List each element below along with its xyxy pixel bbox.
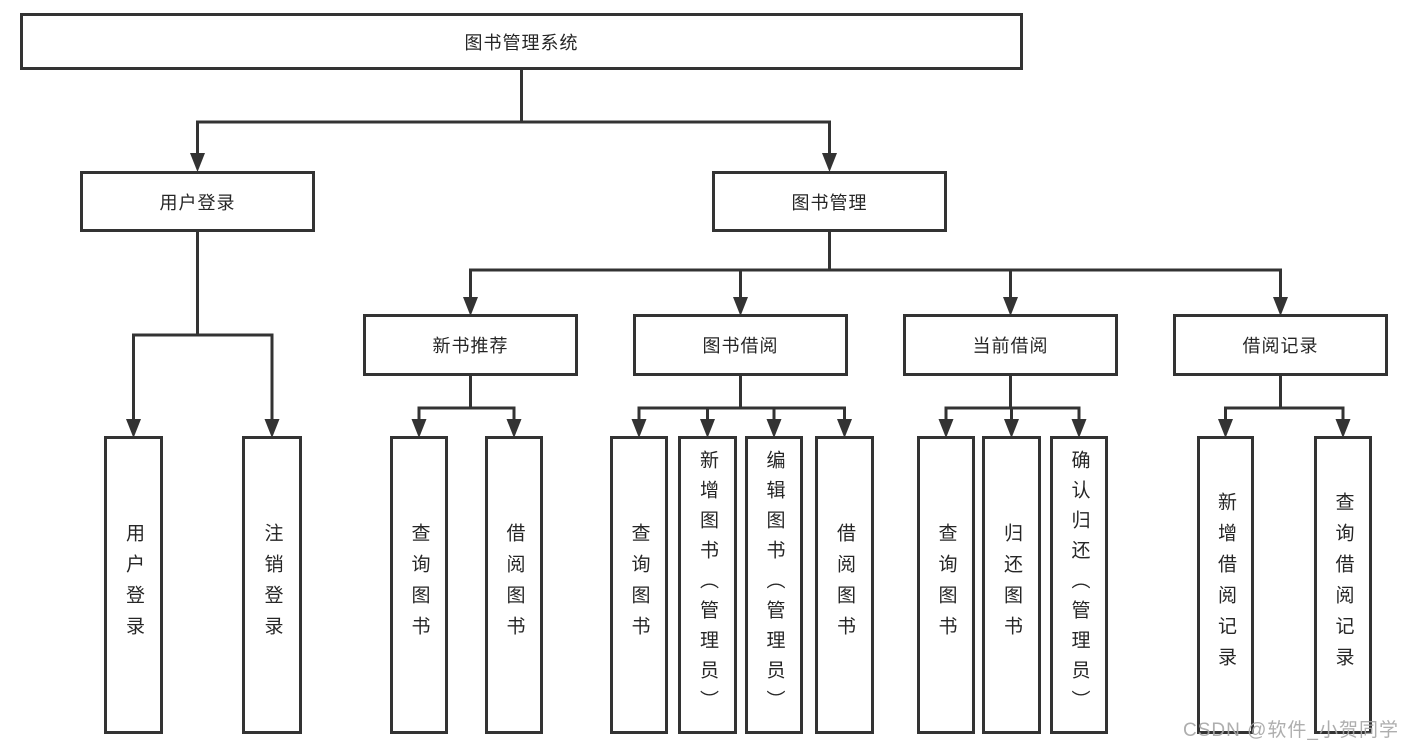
node-current-borrowing: 当前借阅 (903, 314, 1118, 376)
leaf-cb-confirm-return-admin-label: 确认归还（管理员） (1068, 450, 1090, 720)
node-borrowing-records: 借阅记录 (1173, 314, 1388, 376)
leaf-cb-query-books: 查询图书 (917, 436, 975, 734)
node-book-borrowing: 图书借阅 (633, 314, 848, 376)
node-book-management: 图书管理 (712, 171, 947, 232)
leaf-br-add-record: 新增借阅记录 (1197, 436, 1254, 734)
arrowhead-group (126, 153, 1351, 438)
leaf-bb-add-books-admin-label: 新增图书（管理员） (697, 450, 718, 720)
node-user-login-label: 用户登录 (159, 192, 236, 213)
leaf-bb-edit-books-admin-label: 编辑图书（管理员） (763, 450, 785, 720)
leaf-cb-return-books-label: 归还图书 (1001, 523, 1022, 647)
leaf-logout: 注销登录 (242, 436, 302, 734)
leaf-nb-query-books-label: 查询图书 (408, 523, 430, 647)
leaf-bb-query-books: 查询图书 (610, 436, 668, 734)
node-book-management-label: 图书管理 (791, 192, 868, 213)
leaf-nb-borrow-books-label: 借阅图书 (503, 523, 525, 647)
node-new-book-recommend: 新书推荐 (363, 314, 578, 376)
leaf-br-query-record-label: 查询借阅记录 (1332, 492, 1354, 678)
leaf-bb-borrow-books-label: 借阅图书 (834, 523, 855, 647)
leaf-bb-edit-books-admin: 编辑图书（管理员） (745, 436, 803, 734)
node-book-borrowing-label: 图书借阅 (702, 336, 779, 356)
leaf-cb-confirm-return-admin: 确认归还（管理员） (1050, 436, 1108, 734)
leaf-logout-label: 注销登录 (261, 523, 283, 647)
node-current-borrowing-label: 当前借阅 (972, 336, 1049, 356)
leaf-br-add-record-label: 新增借阅记录 (1215, 492, 1236, 678)
leaf-bb-borrow-books: 借阅图书 (815, 436, 874, 734)
leaf-nb-borrow-books: 借阅图书 (485, 436, 543, 734)
leaf-user-login-label: 用户登录 (123, 523, 144, 647)
leaf-cb-query-books-label: 查询图书 (935, 523, 957, 647)
node-borrowing-records-label: 借阅记录 (1242, 336, 1319, 356)
node-user-login: 用户登录 (80, 171, 315, 232)
leaf-br-query-record: 查询借阅记录 (1314, 436, 1372, 734)
leaf-cb-return-books: 归还图书 (982, 436, 1041, 734)
node-new-book-recommend-label: 新书推荐 (432, 336, 509, 356)
leaf-nb-query-books: 查询图书 (390, 436, 448, 734)
leaf-bb-add-books-admin: 新增图书（管理员） (678, 436, 737, 734)
node-root-system: 图书管理系统 (20, 13, 1023, 70)
leaf-user-login: 用户登录 (104, 436, 163, 734)
csdn-watermark: CSDN @软件_小贺同学 (1183, 720, 1399, 741)
node-root-label: 图书管理系统 (464, 32, 579, 53)
leaf-bb-query-books-label: 查询图书 (628, 523, 650, 647)
